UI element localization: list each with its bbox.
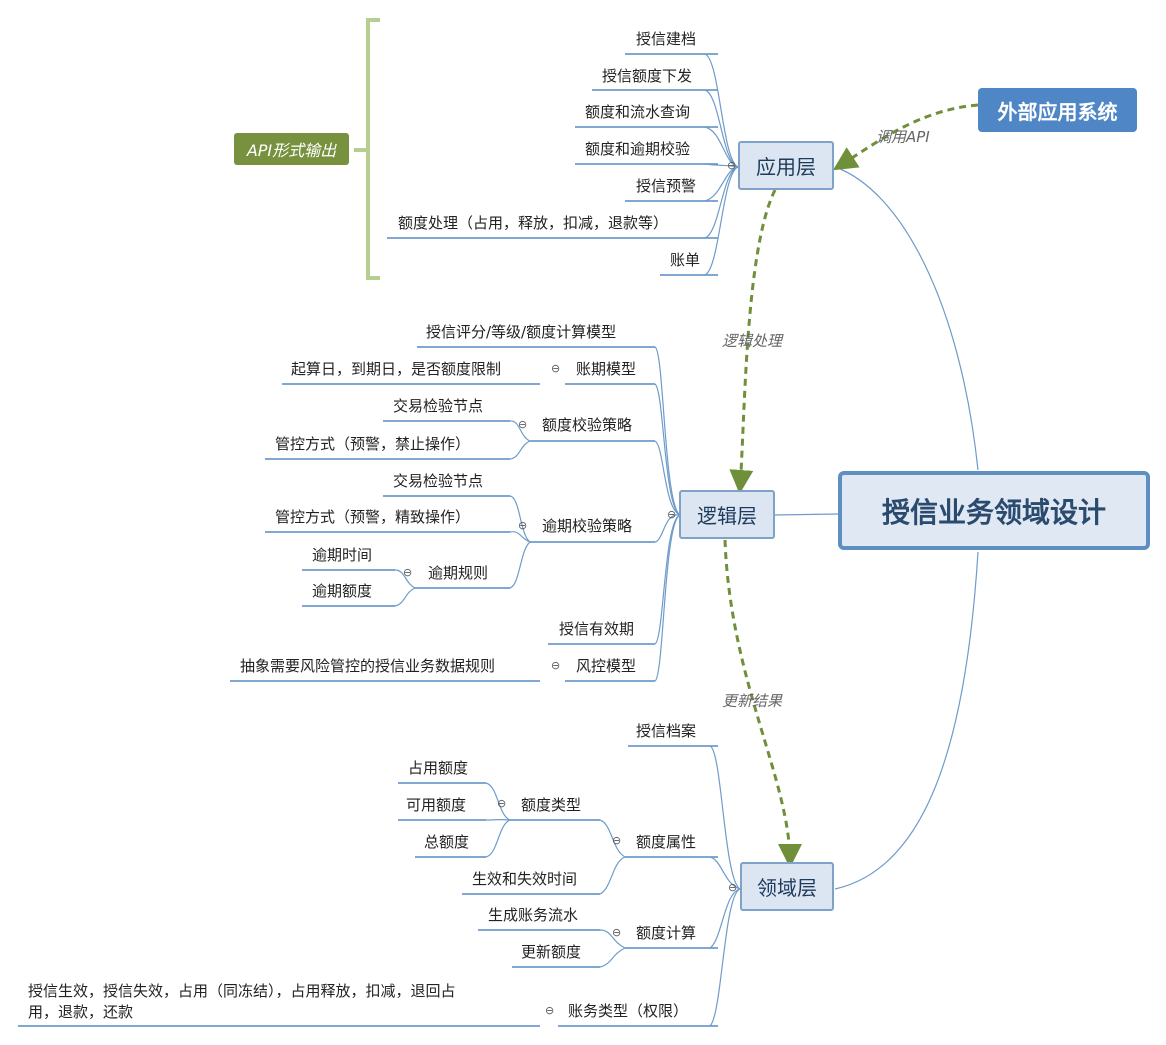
overdue-check-item[interactable]: 逾期校验策略 (542, 517, 633, 535)
overdue-check-collapse-toggle[interactable]: ⊖ (518, 519, 528, 532)
quota-check-child[interactable]: 管控方式（预警，禁止操作） (275, 435, 471, 453)
acct-type-collapse-toggle[interactable]: ⊖ (545, 1004, 555, 1017)
domain-branches (485, 745, 741, 1027)
quota-type-child[interactable]: 占用额度 (408, 759, 469, 777)
logic-process-label: 逻辑处理 (722, 332, 783, 350)
logic-process-arrow (729, 189, 777, 494)
update-result-arrow (723, 539, 802, 868)
risk-child-item[interactable]: 抽象需要风险管控的授信业务数据规则 (240, 657, 496, 675)
quota-check-collapse-toggle[interactable]: ⊖ (518, 418, 528, 431)
quota-type-item[interactable]: 额度类型 (521, 796, 582, 814)
overdue-rule-child[interactable]: 逾期时间 (312, 546, 373, 564)
billing-child-item[interactable]: 起算日，到期日，是否额度限制 (291, 360, 502, 378)
app-item[interactable]: 额度和流水查询 (585, 103, 691, 121)
app-underlines (387, 53, 718, 276)
validity-item[interactable]: 授信有效期 (559, 620, 635, 638)
overdue-rule-collapse-toggle[interactable]: ⊖ (403, 566, 413, 579)
quota-calc-item[interactable]: 额度计算 (636, 924, 697, 942)
root-to-logic-connector (772, 513, 839, 516)
overdue-rule-item[interactable]: 逾期规则 (428, 564, 489, 582)
domain-collapse-toggle[interactable]: ⊖ (728, 881, 738, 894)
risk-model-item[interactable]: 风控模型 (576, 657, 637, 675)
api-output-node[interactable]: API形式输出 (234, 133, 349, 165)
call-api-arrow (832, 103, 979, 171)
logic-branches (394, 346, 681, 682)
call-api-label: 调用API (876, 128, 930, 146)
quota-type-child[interactable]: 总额度 (424, 833, 470, 851)
app-collapse-toggle[interactable]: ⊖ (727, 159, 737, 172)
app-item[interactable]: 额度和逾期校验 (585, 140, 691, 158)
overdue-check-child[interactable]: 交易检验节点 (393, 472, 484, 490)
quota-type-collapse-toggle[interactable]: ⊖ (497, 797, 507, 810)
quota-check-child[interactable]: 交易检验节点 (393, 397, 484, 415)
overdue-check-child[interactable]: 管控方式（预警，精致操作） (275, 508, 471, 526)
logic-underlines (230, 346, 655, 682)
risk-collapse-toggle[interactable]: ⊖ (551, 659, 561, 672)
quota-attr-collapse-toggle[interactable]: ⊖ (612, 834, 622, 847)
app-item[interactable]: 授信建档 (636, 30, 697, 48)
quota-calc-child[interactable]: 生成账务流水 (488, 906, 579, 924)
acct-type-child-line2[interactable]: 用，退款，还款 (28, 1003, 134, 1021)
app-branches (704, 53, 739, 276)
overdue-rule-child[interactable]: 逾期额度 (312, 582, 373, 600)
update-result-label: 更新结果 (722, 692, 783, 710)
acct-type-item[interactable]: 账务类型（权限） (568, 1002, 689, 1020)
logic-collapse-toggle[interactable]: ⊖ (667, 508, 677, 521)
quota-time-item[interactable]: 生效和失效时间 (472, 870, 578, 888)
api-bracket (354, 18, 380, 280)
app-item[interactable]: 授信额度下发 (602, 67, 693, 85)
external-system-node[interactable]: 外部应用系统 (978, 88, 1137, 132)
archive-item[interactable]: 授信档案 (636, 722, 697, 740)
logic-layer-node[interactable]: 逻辑层 (679, 490, 775, 539)
app-layer-node[interactable]: 应用层 (738, 141, 834, 190)
root-to-app-connector (834, 166, 979, 471)
domain-underlines (18, 745, 718, 1027)
quota-calc-child[interactable]: 更新额度 (521, 943, 582, 961)
quota-check-item[interactable]: 额度校验策略 (542, 416, 633, 434)
root-to-domain-connector (834, 551, 979, 890)
logic-model-item[interactable]: 授信评分/等级/额度计算模型 (426, 323, 617, 341)
root-node[interactable]: 授信业务领域设计 (838, 471, 1150, 550)
domain-layer-node[interactable]: 领域层 (740, 862, 834, 911)
quota-attr-item[interactable]: 额度属性 (636, 833, 697, 851)
quota-calc-collapse-toggle[interactable]: ⊖ (612, 926, 622, 939)
app-item[interactable]: 额度处理（占用，释放，扣减，退款等） (398, 214, 669, 232)
app-item[interactable]: 账单 (670, 251, 701, 269)
billing-model-item[interactable]: 账期模型 (576, 360, 637, 378)
billing-collapse-toggle[interactable]: ⊖ (551, 362, 561, 375)
app-item[interactable]: 授信预警 (636, 177, 697, 195)
acct-type-child-line1[interactable]: 授信生效，授信失效，占用（同冻结），占用释放，扣减，退回占 (28, 982, 456, 1000)
quota-type-child[interactable]: 可用额度 (406, 796, 467, 814)
